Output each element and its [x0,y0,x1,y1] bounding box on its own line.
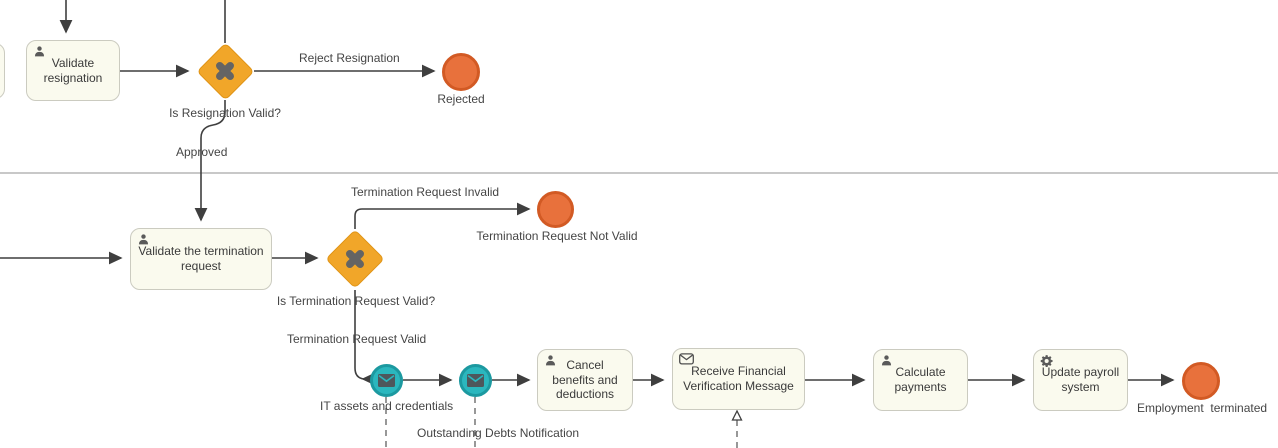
task-label: Receive Financial Verification Message [683,364,794,393]
flow-label-termination-valid: Termination Request Valid [287,332,427,346]
flow-termination-valid [354,290,375,386]
flow-label-termination-invalid: Termination Request Invalid [351,185,500,199]
event-label-it-assets: IT assets and credentials [320,399,454,413]
task-label: Cancel benefits and deductions [552,358,618,402]
end-event-rejected[interactable] [442,53,480,91]
envelope-icon [378,374,395,387]
message-event-it-assets[interactable] [370,364,403,397]
task-label: Validate the termination request [138,244,264,273]
gear-icon [1040,354,1054,368]
event-label-termination-not-valid: Termination Request Not Valid [476,229,638,243]
task-validate-termination-request[interactable]: Validate the termination request [130,228,272,290]
end-event-employment-terminated[interactable] [1182,362,1220,400]
x-gateway-icon [212,58,238,84]
task-label: Calculate payments [894,365,947,394]
flow-termination-invalid [354,202,531,229]
end-event-termination-not-valid[interactable] [537,191,574,228]
person-icon [544,354,557,367]
task-receive-financial-verification[interactable]: Receive Financial Verification Message [672,348,805,410]
envelope-icon [679,353,694,365]
open-arrowhead-up [731,409,743,421]
task-validate-resignation[interactable]: Validate resignation [26,40,120,101]
task-update-payroll[interactable]: Update payroll system [1033,349,1128,411]
task-label: Validate resignation [43,55,103,85]
event-label-employment-terminated: Employment terminated [1137,401,1268,415]
event-label-rejected: Rejected [437,92,485,106]
gateway-label-termination-valid: Is Termination Request Valid? [276,294,436,308]
flow-label-reject-resignation: Reject Resignation [299,51,400,65]
flow-label-approved: Approved [176,145,228,159]
person-icon [137,233,150,246]
gateway-is-resignation-valid[interactable] [196,42,254,100]
person-icon [33,45,46,58]
task-cancel-benefits[interactable]: Cancel benefits and deductions [537,349,633,411]
message-event-outstanding-debts[interactable] [459,364,492,397]
envelope-icon [467,374,484,387]
event-label-outstanding-debts: Outstanding Debts Notification [417,426,580,440]
gateway-label-resignation-valid: Is Resignation Valid? [169,106,281,120]
task-label: Update payroll system [1041,365,1120,394]
task-partial-left[interactable] [0,43,5,99]
person-icon [880,354,893,367]
flow-approved [194,100,226,222]
x-gateway-icon [342,246,368,272]
task-calculate-payments[interactable]: Calculate payments [873,349,968,411]
gateway-is-termination-request-valid[interactable] [325,229,385,289]
